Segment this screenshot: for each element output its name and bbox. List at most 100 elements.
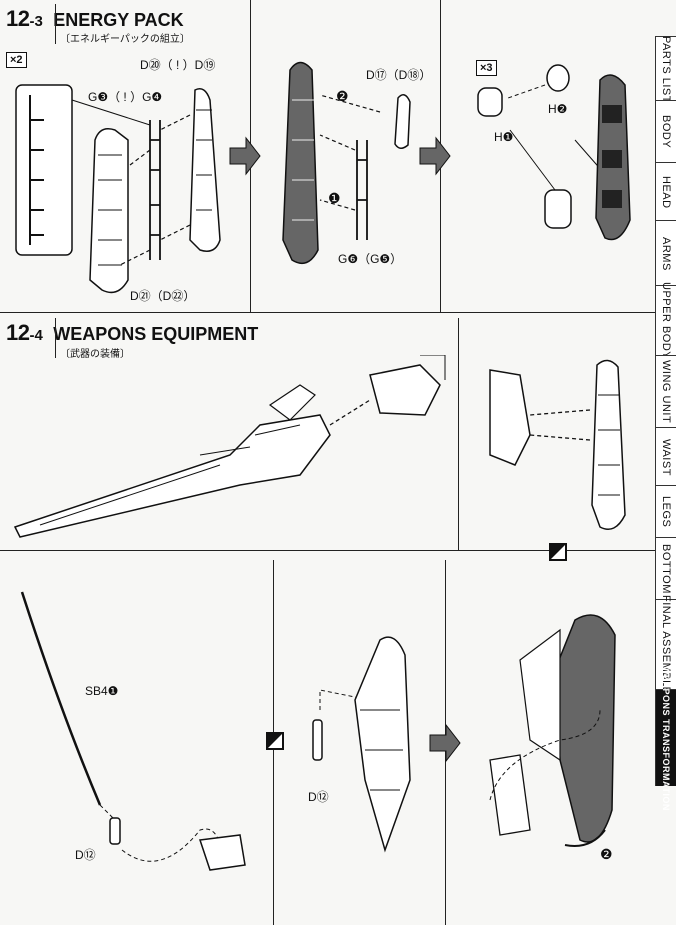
tab-label: UPPER BODY xyxy=(660,282,672,360)
part-label-d12: D⑫ xyxy=(75,848,96,862)
beam-rifle xyxy=(13,414,331,538)
arm-assembly xyxy=(489,754,531,836)
step-marker-2: ❷ xyxy=(600,846,613,862)
panel-details xyxy=(98,154,122,266)
joint-slot xyxy=(602,150,622,168)
tab-label: WING UNIT xyxy=(660,360,672,424)
panel-details xyxy=(598,394,620,496)
quantity-badge: ×2 xyxy=(6,52,27,68)
beam-sabre-blade xyxy=(20,591,102,806)
energy-pack-illustration xyxy=(15,61,631,294)
shield-front xyxy=(519,628,561,762)
step-marker-1: ❶ xyxy=(328,190,341,206)
assembly-arrow xyxy=(121,828,221,862)
part-label-g6-g5: G❻（G❺） xyxy=(338,252,403,266)
part-label-d12: D⑫ xyxy=(308,790,329,804)
step-12-3-japanese-title: 〔エネルギーパックの組立〕 xyxy=(60,34,190,45)
tab-body[interactable]: BODY xyxy=(655,100,676,163)
panel-details xyxy=(292,99,314,221)
tab-label: PARTS LIST xyxy=(660,35,672,103)
step-sub-number: -4 xyxy=(29,327,43,344)
tab-label: FINAL ASSEMBLE xyxy=(660,595,672,695)
next-step-arrow xyxy=(419,136,451,176)
hand-part xyxy=(369,364,441,416)
joint-slot xyxy=(602,105,622,123)
caution-icon xyxy=(549,543,567,561)
panel-divider xyxy=(458,318,459,550)
wing-backpack xyxy=(489,369,531,466)
hand-part xyxy=(198,834,246,871)
caution-icon xyxy=(266,732,284,750)
part-label-h1: H❶ xyxy=(494,130,514,144)
weapon-equip-illustration xyxy=(13,355,626,538)
step-12-3-header: 12-3 ENERGY PACK xyxy=(6,6,184,32)
panel-details xyxy=(196,109,212,211)
tab-parts-list[interactable]: PARTS LIST xyxy=(655,35,676,103)
assembly-arrows xyxy=(119,114,191,266)
tab-waist[interactable]: WAIST xyxy=(655,427,676,486)
step-number: 12 xyxy=(6,6,30,31)
rifle-details xyxy=(39,424,301,526)
assembled-panel xyxy=(282,61,319,265)
step-number: 12 xyxy=(6,320,30,345)
callout-line xyxy=(71,99,151,126)
assembly-arrow xyxy=(329,399,371,426)
tab-weapons-transformation[interactable]: WEAPONS TRANSFORMATION xyxy=(655,666,676,810)
callout-line xyxy=(509,129,611,191)
part-d17 xyxy=(394,94,411,149)
step-sub-number: -3 xyxy=(29,13,43,30)
frame-part-g3 xyxy=(149,120,161,260)
tab-head[interactable]: HEAD xyxy=(655,162,676,221)
arm-outline xyxy=(420,355,446,380)
assembly-arrows xyxy=(529,409,591,441)
frame-part-g6 xyxy=(356,140,368,240)
assembly-arrows xyxy=(319,94,381,211)
next-step-arrow xyxy=(229,136,261,176)
tab-label: BODY xyxy=(660,115,672,149)
step-12-4-japanese-title: 〔武器の装備〕 xyxy=(60,349,130,360)
tab-upper-body[interactable]: UPPER BODY xyxy=(655,282,676,360)
rotate-arrow xyxy=(564,829,606,847)
part-label-g3-g4: G❸（ ! ）G❹ xyxy=(88,90,163,104)
part-h2 xyxy=(546,64,570,92)
rifle-sensor xyxy=(268,384,316,421)
part-label-d21-d22: D㉑（D㉒） xyxy=(130,289,196,303)
tab-label: WAIST xyxy=(660,438,672,476)
tab-label: LEGS xyxy=(660,496,672,528)
part-label-h2: H❷ xyxy=(548,102,568,116)
part-label-sb4: SB4❶ xyxy=(85,684,119,698)
header-divider xyxy=(55,318,56,358)
runner-frame-box xyxy=(15,84,73,256)
header-divider xyxy=(55,4,56,44)
joint-slot xyxy=(602,190,622,208)
panel-part-d21 xyxy=(89,128,129,294)
tab-arms[interactable]: ARMS xyxy=(655,220,676,286)
step-12-4-header: 12-4 WEAPONS EQUIPMENT xyxy=(6,320,258,346)
part-h1 xyxy=(477,87,503,117)
part-label-d20-d19: D⑳（ ! ）D⑲ xyxy=(140,58,216,72)
tab-wing-unit[interactable]: WING UNIT xyxy=(655,355,676,428)
sabre-hilt xyxy=(109,817,121,845)
step-title: ENERGY PACK xyxy=(53,10,184,30)
energy-pack xyxy=(591,359,626,530)
part-label-d17-d18: D⑰（D⑱） xyxy=(366,68,432,82)
section-divider xyxy=(0,550,655,551)
shield-part xyxy=(354,636,411,853)
tab-bottom[interactable]: BOTTOM xyxy=(655,537,676,600)
tab-label: HEAD xyxy=(660,175,672,209)
runner-parts xyxy=(29,95,44,245)
section-divider xyxy=(0,312,655,313)
tab-label: ARMS xyxy=(660,236,672,271)
sabre-illustration xyxy=(20,591,616,871)
assembly-arrow xyxy=(489,709,601,801)
tab-final-assemble[interactable]: FINAL ASSEMBLE xyxy=(655,595,676,695)
tab-label: WEAPONS TRANSFORMATION xyxy=(661,665,671,811)
tab-legs[interactable]: LEGS xyxy=(655,485,676,538)
joint-assembled xyxy=(544,189,572,229)
assembly-arrow xyxy=(507,84,546,99)
panel-part-d20 xyxy=(189,88,221,252)
sabre-hilt xyxy=(312,719,323,761)
next-step-arrow xyxy=(429,723,461,763)
quantity-badge: ×3 xyxy=(476,60,497,76)
